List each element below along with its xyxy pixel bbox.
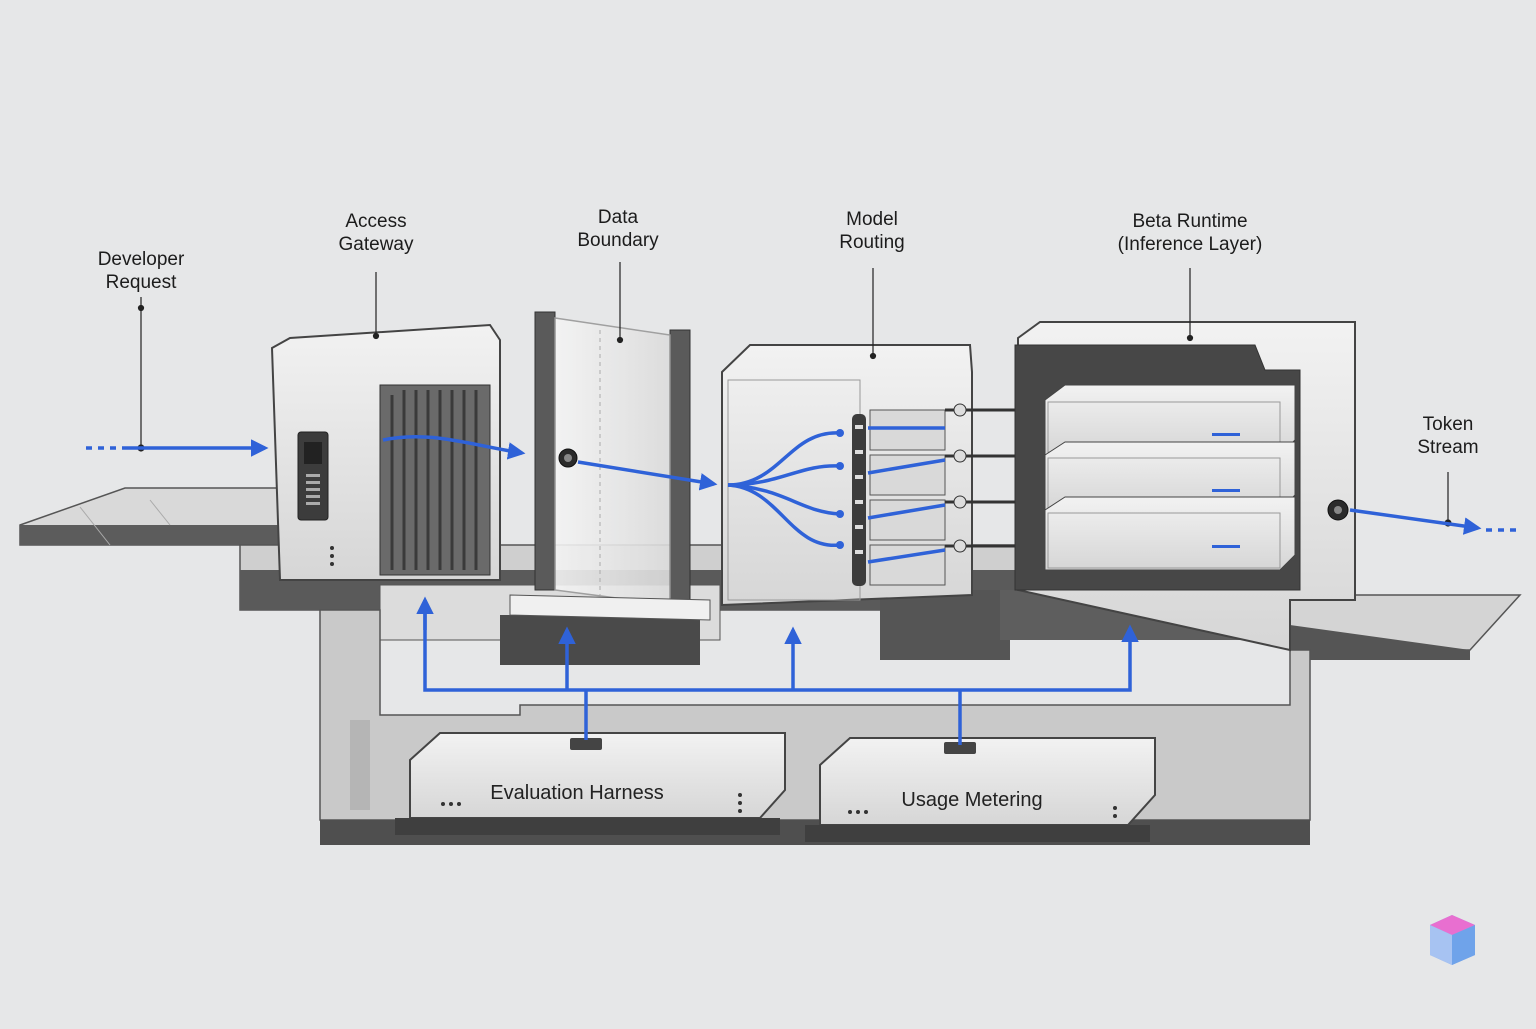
telemetry-flow <box>416 596 1139 745</box>
conveyor-left <box>19 487 281 546</box>
beta-runtime-unit <box>1014 321 1356 652</box>
evaluation-harness-unit <box>395 732 786 835</box>
label-evaluation-harness: Evaluation Harness <box>490 782 664 804</box>
data-boundary-unit <box>509 311 711 621</box>
usage-metering-unit <box>805 737 1156 842</box>
conveyor-right <box>1289 594 1522 660</box>
access-gateway-unit <box>270 323 501 581</box>
label-beta-runtime: Beta Runtime(Inference Layer) <box>1117 211 1263 255</box>
callout-lines <box>137 262 1452 527</box>
cube-logo-icon <box>1430 915 1475 965</box>
runtime-server-3 <box>1044 496 1296 571</box>
request-flow <box>86 426 1518 564</box>
label-usage-metering: Usage Metering <box>901 789 1043 811</box>
